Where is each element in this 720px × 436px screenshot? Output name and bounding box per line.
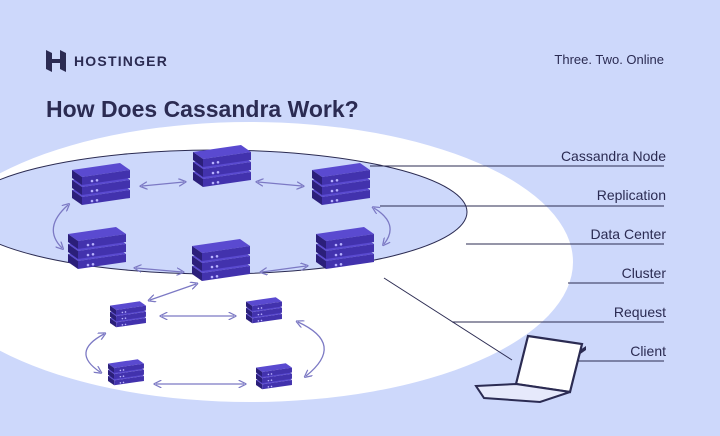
double-arrow-icon	[150, 284, 196, 300]
server-stack-icon	[312, 163, 370, 205]
server-stack-icon	[72, 163, 130, 205]
laptop-icon	[474, 334, 586, 404]
double-arrow-icon	[85, 334, 104, 372]
server-stack-icon	[256, 363, 292, 389]
hostinger-h-icon	[46, 50, 66, 72]
double-arrow-icon	[142, 182, 184, 186]
server-stack-icon	[193, 145, 251, 187]
brand-logo: HOSTINGER	[46, 50, 168, 72]
leader-lines	[370, 165, 664, 362]
outer-replication-arrows	[85, 316, 325, 384]
double-arrow-icon	[52, 205, 68, 248]
server-stack-icon	[68, 227, 126, 269]
server-stack-icon	[316, 227, 374, 269]
replication-arrows	[52, 182, 391, 300]
server-stack-icon	[108, 359, 144, 385]
server-stack-icon	[110, 301, 146, 327]
double-arrow-icon	[258, 182, 302, 186]
label-client: Client	[630, 343, 666, 359]
label-cluster: Cluster	[621, 265, 666, 281]
label-request: Request	[613, 304, 666, 320]
label-cassandra-node: Cassandra Node	[560, 148, 666, 164]
page-title: How Does Cassandra Work?	[46, 96, 359, 122]
double-arrow-icon	[136, 268, 182, 272]
label-replication: Replication	[596, 187, 666, 203]
request-line	[383, 277, 513, 361]
double-arrow-icon	[262, 266, 306, 272]
server-stack-icon	[192, 239, 250, 281]
server-stack-icon	[246, 297, 282, 323]
brand-name: HOSTINGER	[74, 53, 169, 69]
label-data-center: Data Center	[590, 226, 666, 242]
double-arrow-icon	[374, 208, 391, 244]
tagline: Three. Two. Online	[554, 52, 664, 67]
double-arrow-icon	[298, 322, 325, 376]
